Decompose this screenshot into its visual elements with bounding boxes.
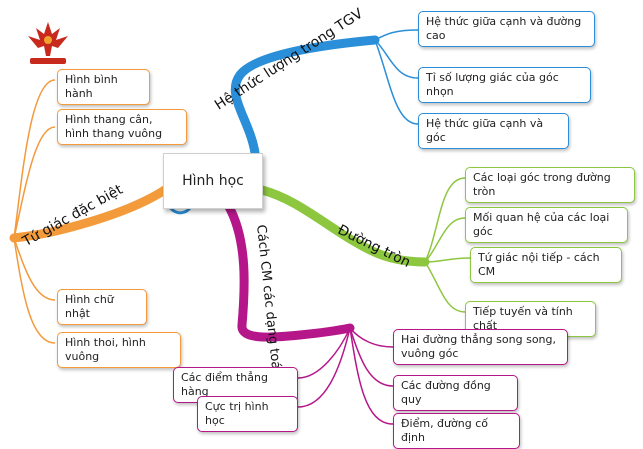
tu-giac-branch-line [9,180,177,243]
tgv-child-line-1 [374,29,419,41]
tu-giac-child-1[interactable]: Hình bình hành [57,69,150,105]
tgv-child-3[interactable]: Hệ thức giữa cạnh và góc [418,113,569,149]
cach-cm-child-3[interactable]: Điểm, đường cố định [393,413,520,449]
tgv-child-1[interactable]: Hệ thức giữa cạnh và đường cao [418,11,595,47]
cach-cm-child-2[interactable]: Các đường đồng quy [393,375,518,411]
tgv-branch-line [230,35,380,158]
tu-giac-child-line-4 [13,237,56,344]
tu-giac-child-line-1 [13,79,56,239]
cach-cm-child-line-3 [349,327,394,425]
cach-cm-child-1[interactable]: Hai đường thẳng song song, vuông góc [393,329,568,365]
duong-tron-child-3[interactable]: Tứ giác nội tiếp - cách CM [470,247,622,283]
duong-tron-child-line-1 [424,177,466,263]
duong-tron-child-1[interactable]: Các loại góc trong đường tròn [465,167,635,203]
duong-tron-child-line-3 [424,257,471,263]
tgv-child-line-2 [374,39,419,79]
duong-tron-branch-line [257,185,430,267]
tu-giac-child-2[interactable]: Hình thang cân, hình thang vuông [57,109,187,145]
tgv-child-line-3 [374,39,419,125]
duong-tron-child-2[interactable]: Mối quan hệ của các loại góc [465,207,628,243]
tu-giac-child-line-3 [13,237,56,301]
tu-giac-child-3[interactable]: Hình chữ nhật [57,289,147,325]
tgv-child-2[interactable]: Tỉ số lượng giác của góc nhọn [418,67,591,103]
cach-cm-child-line-5 [297,327,351,408]
cach-cm-child-line-2 [349,327,394,387]
cach-cm-branch-line [223,200,355,342]
cach-cm-child-line-1 [349,327,394,348]
tu-giac-child-line-2 [13,126,56,239]
duong-tron-child-line-4 [424,261,466,313]
phoenix-logo [28,22,68,64]
cach-cm-child-5[interactable]: Cực trị hình học [197,396,298,432]
tu-giac-child-4[interactable]: Hình thoi, hình vuông [57,332,181,368]
cach-cm-child-line-4 [297,327,351,379]
duong-tron-child-line-2 [424,217,466,263]
central-node[interactable]: Hình học [163,153,263,209]
